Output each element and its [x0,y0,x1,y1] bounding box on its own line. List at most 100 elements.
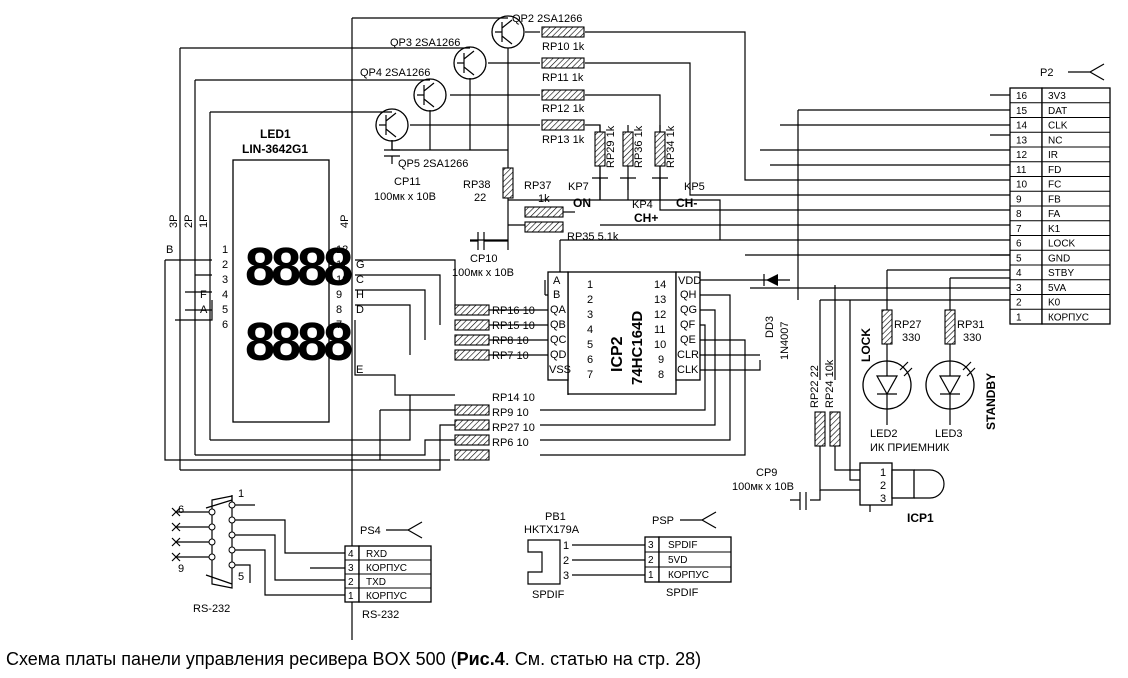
ir-receiver-label: ИК ПРИЕМНИК [870,442,950,454]
icp2-num-8: 8 [658,369,664,381]
icp2-pin-qa: QA [550,304,567,316]
ps4-pin-name: TXD [366,577,386,588]
cp10-ref: CP10 [470,253,498,265]
p2-pin-num: 1 [1016,312,1022,323]
led1-digit-row-2: 8888 [245,312,352,372]
icp2-num-7: 7 [587,369,593,381]
qp4-label: QP4 2SA1266 [360,67,430,79]
led1-pin-2: 2 [222,259,228,271]
rp11-label: RP11 1k [542,72,584,84]
caption-figure: Рис.4 [456,649,505,669]
icp2-num-12: 12 [654,309,666,321]
ps4-pin-num: 3 [348,563,354,574]
kp5-label: KP5 [684,181,705,193]
kp4-label: KP4 [632,199,653,211]
p2-pin-num: 7 [1016,224,1022,235]
rp15-label: RP15 10 [492,320,535,332]
caption-prefix: Схема платы панели управления ресивера B… [6,649,457,669]
transistor-qp2: QP2 2SA1266 [491,13,582,49]
p2-pin-name: CLK [1048,121,1068,132]
p2-ref: P2 [1040,67,1053,79]
kp7-label: KP7 [568,181,589,193]
caption-suffix: . См. статью на стр. 28) [504,649,702,669]
led1-side-2p: 2P [183,215,195,228]
rp10-label: RP10 1k [542,41,585,53]
p2-pin-num: 16 [1016,91,1028,102]
cp9-ref: CP9 [756,467,777,479]
resistor-rp13 [541,119,585,131]
qp2-label: QP2 2SA1266 [512,13,582,25]
kp7-func: ON [573,196,591,210]
ir-resistors: RP22 22 RP24 10k [809,359,841,447]
p2-pin-num: 14 [1016,121,1028,132]
led2-ref: LED2 [870,428,898,440]
icp2-pin-qb: QB [550,319,566,331]
led1-seg-d: D [356,304,364,316]
ps4-bottom-label: RS-232 [362,609,399,621]
cp10-value: 100мк х 10В [452,267,514,279]
led1-part: LIN-3642G1 [242,142,308,156]
p2-pin-name: FD [1048,165,1061,176]
p2-pin-name: IR [1048,150,1058,161]
resistor-rp9 [454,419,490,431]
icp2-pin-clk: CLK [677,364,699,376]
rp35-label: RP35 5.1k [567,231,619,243]
dd3-part: 1N4007 [779,321,791,360]
led1-side-1p: 1P [198,215,210,228]
led1-pin-8: 8 [336,304,342,316]
ps4-ref: PS4 [360,525,381,537]
transistors: QP2 2SA1266 QP3 2SA1266 QP4 2SA1266 QP5 … [360,13,582,170]
led1-pin-9: 9 [336,289,342,301]
p2-pin-name: LOCK [1048,239,1076,250]
pb1-pin-1: 1 [563,540,569,552]
db9-pin-6: 6 [178,504,184,516]
icp2-num-13: 13 [654,294,666,306]
p2-pin-name: 5VA [1048,283,1066,294]
pb1-pin-3: 3 [563,570,569,582]
capacitor-cp11: CP11 100мк х 10В [374,140,436,203]
icp2-chip: ICP2 74HC164D A B QA QB QC QD VSS 1 2 3 … [547,271,701,395]
status-leds: RP27 330 RP31 330 LOCK STANDBY LED2 LED3… [859,309,998,454]
wiring [164,17,1040,640]
resistor-rp34 [654,131,666,167]
led1-pin-10: 10 [336,274,348,286]
rp22-label: RP22 22 [809,365,821,408]
icp2-pin-qf: QF [680,319,696,331]
p2-pin-num: 2 [1016,298,1022,309]
p2-pin-name: K1 [1048,224,1061,235]
cp9-value: 100мк х 10В [732,481,794,493]
icp2-part: 74HC164D [629,311,646,385]
rp7-label: RP7 10 [492,350,529,362]
led1-seg-a: A [200,304,208,316]
icp2-right-names-box [675,271,701,381]
rp27-label: RP27 10 [492,422,535,434]
pb1-part: HKTX179A [524,524,580,536]
resistor-rp12 [541,89,585,101]
led1-pin-6: 6 [222,319,228,331]
icp2-pin-qc: QC [550,334,567,346]
rp31-value: 330 [963,332,981,344]
psp-pin-name: SPDIF [668,540,697,551]
p2-pin-num: 10 [1016,180,1028,191]
icp2-pin-qd: QD [550,349,567,361]
led1-ref: LED1 [260,127,291,141]
icp2-num-2: 2 [587,294,593,306]
resistor-rp10 [541,26,585,38]
p2-pin-num: 6 [1016,239,1022,250]
led1-seg-e: E [356,364,363,376]
figure-caption: Схема платы панели управления ресивера B… [6,649,701,670]
rp38-ref: RP38 [463,179,491,191]
icp2-pin-qg: QG [680,304,697,316]
icp2-num-3: 3 [587,309,593,321]
resistor-rp16 [454,304,490,316]
db9-pin-1: 1 [238,488,244,500]
led1-pin-12: 12 [336,244,348,256]
diode-dd3: DD3 1N4007 [760,274,791,360]
psp-pin-name: КОРПУС [668,570,709,581]
power-parts: RP38 22 RP37 1k RP35 5.1k CP10 100мк х 1… [452,167,619,279]
p2-pin-name: DAT [1048,106,1067,117]
led1-pin-1: 1 [222,244,228,256]
rp37-value: 1k [538,193,550,205]
p2-pin-num: 12 [1016,150,1028,161]
